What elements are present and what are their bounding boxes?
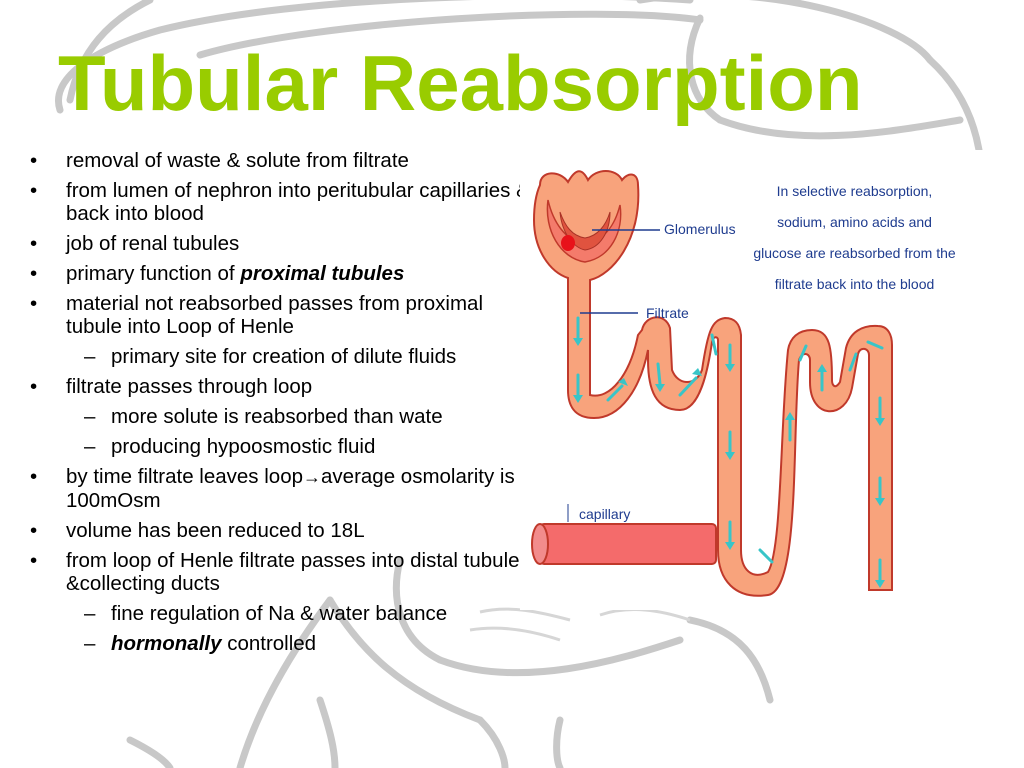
bullet-item: from lumen of nephron into peritubular c… <box>28 179 538 225</box>
bullet-item: volume has been reduced to 18L <box>28 519 538 542</box>
bullet-item: filtrate passes through loop <box>28 375 538 398</box>
bullet-item: removal of waste & solute from filtrate <box>28 149 538 172</box>
glomerulus-dot <box>561 235 575 251</box>
flow-arrow <box>848 352 858 372</box>
arrowhead <box>573 338 583 346</box>
arrowhead <box>725 542 735 550</box>
slide-title: Tubular Reabsorption <box>58 39 863 127</box>
arrowhead <box>875 580 885 588</box>
arrowhead <box>618 378 628 386</box>
arrowhead <box>875 498 885 506</box>
arrowhead <box>785 412 795 420</box>
arrowhead <box>692 368 702 376</box>
emphasized-text: proximal tubules <box>240 262 405 285</box>
bullet-text: primary function of <box>66 262 241 285</box>
right-arrow-icon: → <box>303 467 322 487</box>
bullet-item: material not reabsorbed passes from prox… <box>28 292 538 338</box>
capillary-end <box>531 523 549 565</box>
flow-arrow <box>606 384 624 402</box>
filtrate-label: Filtrate <box>646 305 689 321</box>
nephron-diagram <box>520 150 1024 610</box>
diagram-caption: In selective reabsorption, sodium, amino… <box>753 183 956 292</box>
sub-bullet-item: more solute is reabsorbed than wate <box>28 405 538 428</box>
arrowhead <box>725 364 735 372</box>
arrowhead <box>573 395 583 403</box>
flow-arrow <box>798 344 808 362</box>
bullet-text: average osmolarity is 100mOsm <box>66 465 515 512</box>
flow-arrow <box>678 376 698 397</box>
glomerulus-label: Glomerulus <box>664 221 736 237</box>
capillary-label: capillary <box>579 506 631 522</box>
flow-arrow <box>710 333 718 356</box>
bullet-item: primary function of proximal tubules <box>28 262 538 285</box>
bullet-item: from loop of Henle filtrate passes into … <box>28 549 538 595</box>
bullet-text: by time filtrate leaves loop <box>66 465 304 488</box>
capillary <box>539 523 717 565</box>
bullet-text: controlled <box>221 632 317 655</box>
sub-bullet-item: primary site for creation of dilute flui… <box>28 345 538 368</box>
sub-bullet-item: producing hypoosmostic fluid <box>28 435 538 458</box>
bullet-list: removal of waste & solute from filtrate … <box>28 149 538 662</box>
nephron-tubule <box>532 170 893 597</box>
flow-arrow <box>656 362 662 386</box>
arrowhead <box>655 384 665 392</box>
bullet-item: job of renal tubules <box>28 232 538 255</box>
sub-bullet-item: fine regulation of Na & water balance <box>28 602 538 625</box>
arrowhead <box>817 364 827 372</box>
arrowhead <box>875 418 885 426</box>
flow-arrow <box>758 548 774 564</box>
bullet-item: by time filtrate leaves loop→average osm… <box>28 465 538 512</box>
emphasized-text: hormonally <box>111 632 222 655</box>
sub-bullet-item: hormonally controlled <box>28 632 538 655</box>
arrowhead <box>725 452 735 460</box>
flow-arrow <box>866 340 884 350</box>
